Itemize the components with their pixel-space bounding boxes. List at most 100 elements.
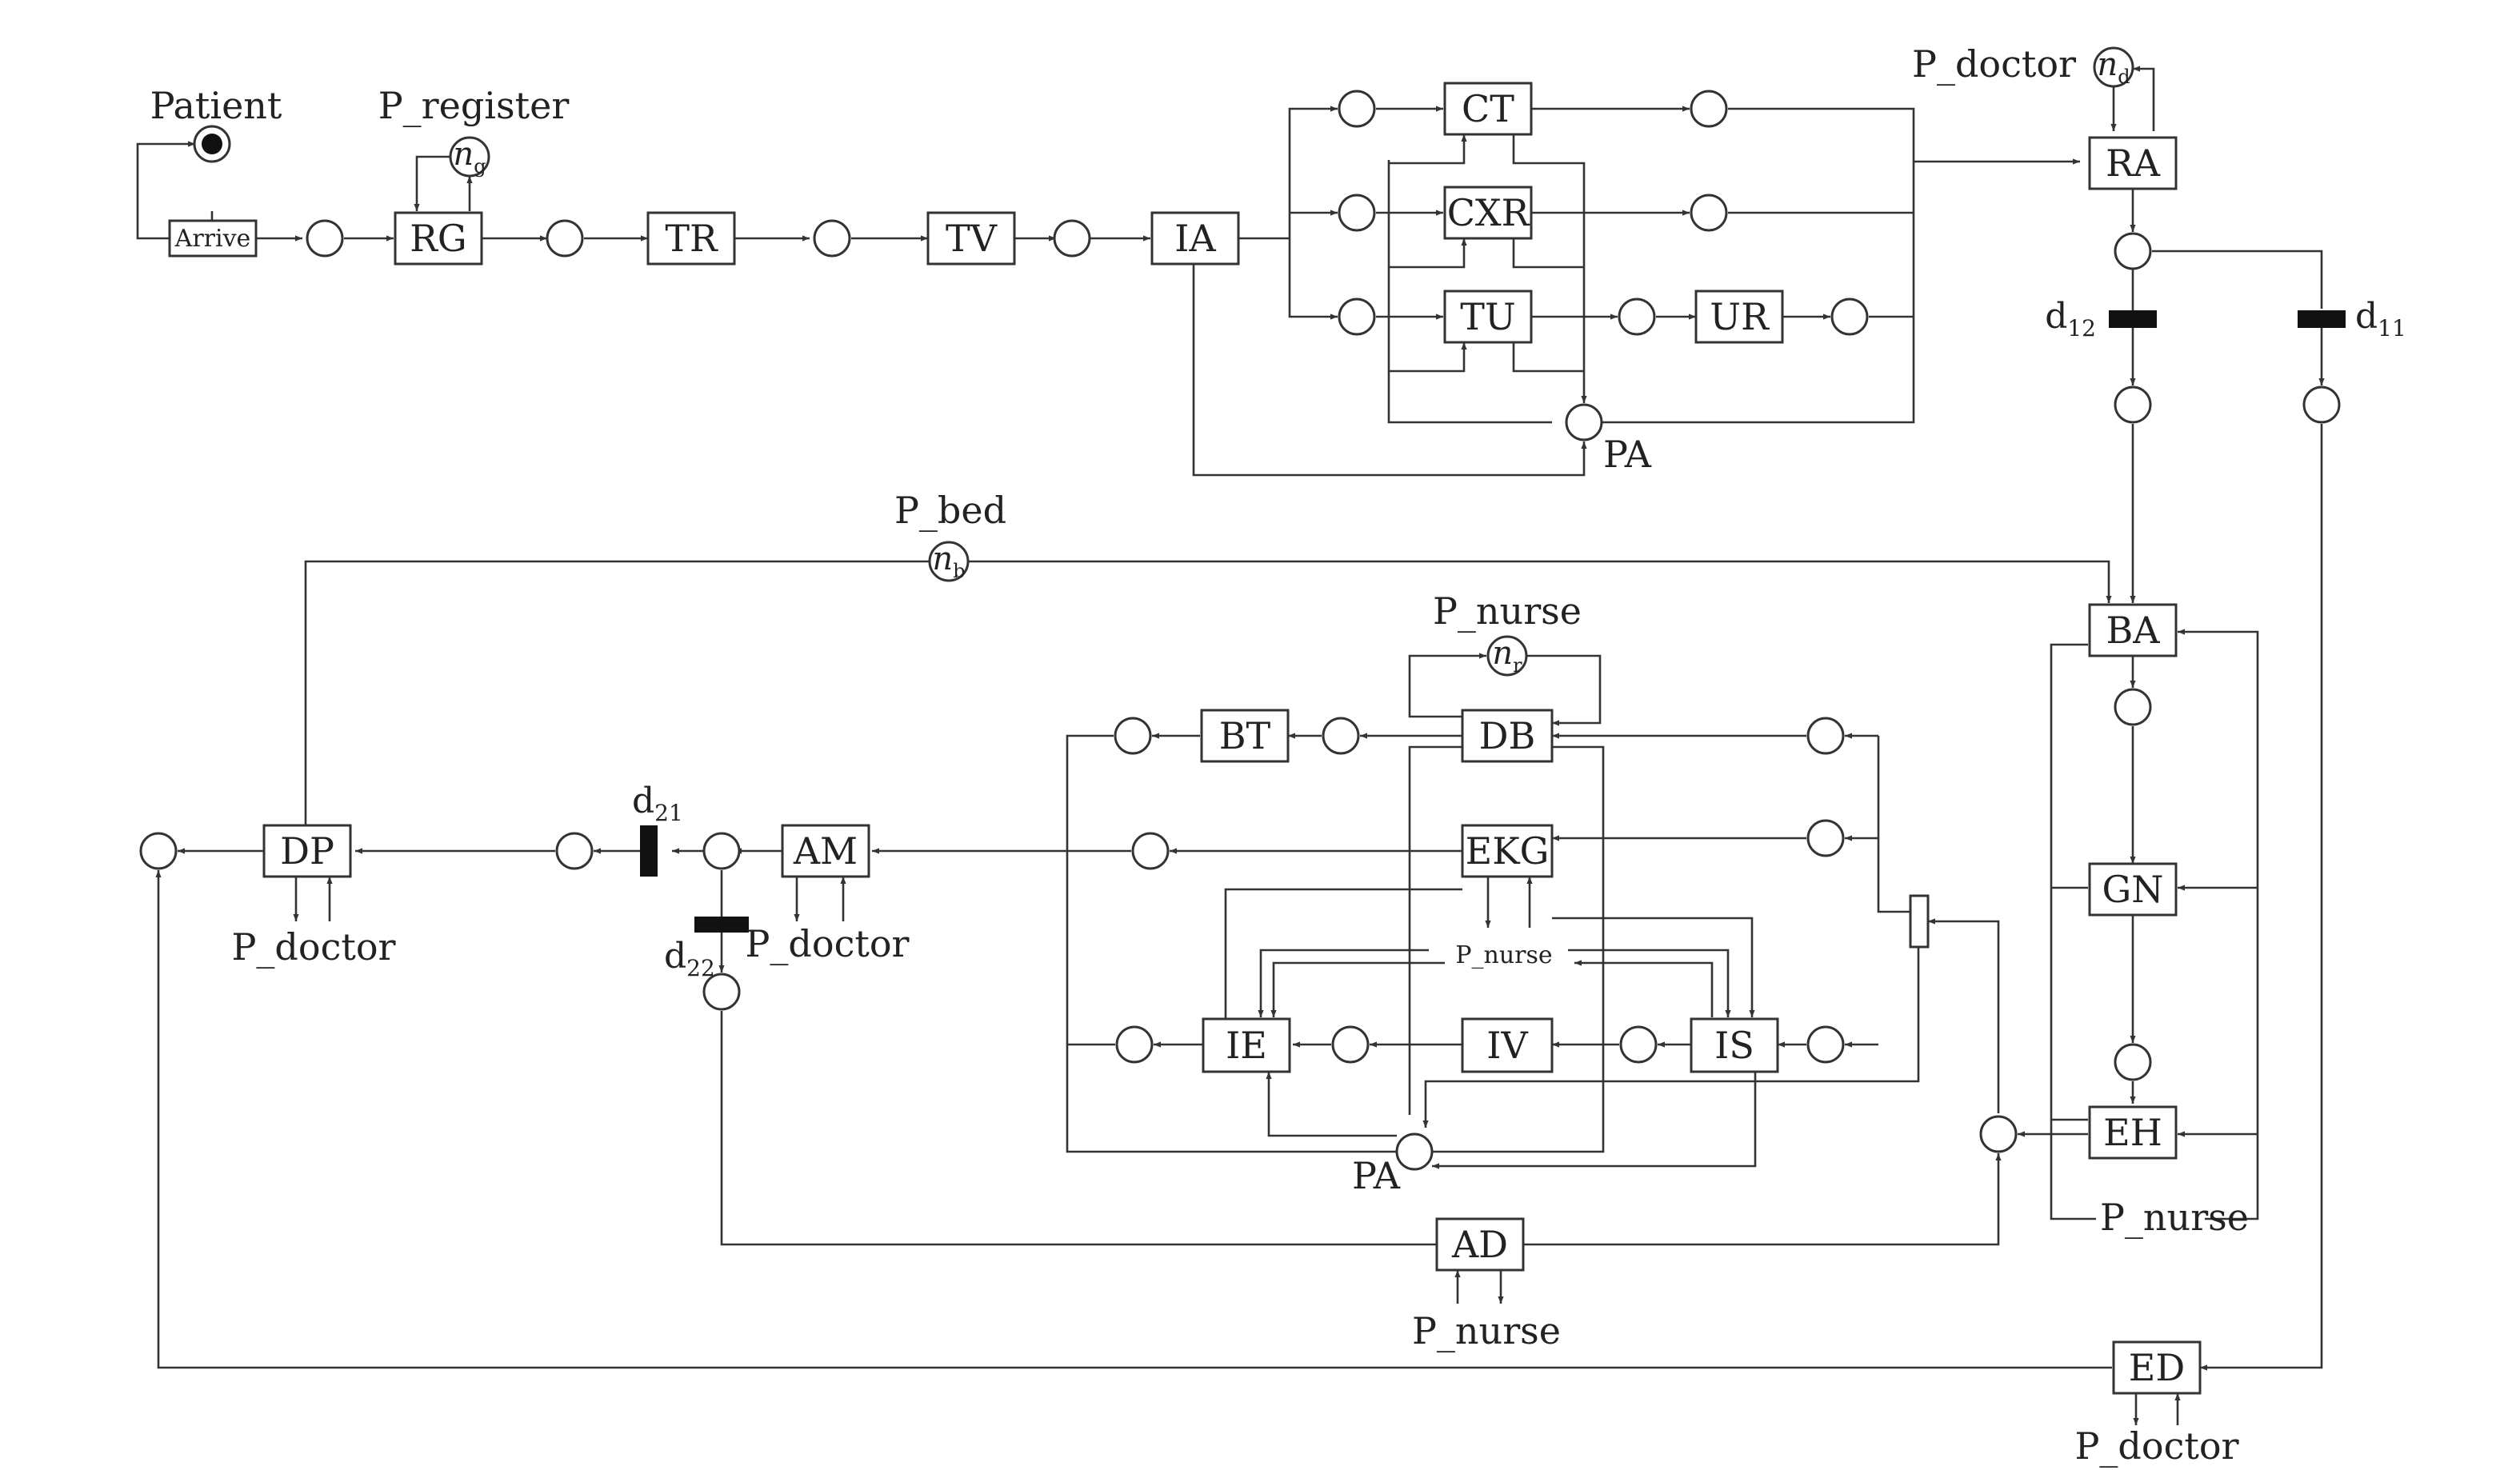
transition-tu: TU [1443, 290, 1533, 344]
svg-text:EKG: EKG [1466, 829, 1550, 873]
transition-ia: IA [1150, 211, 1240, 266]
svg-text:DB: DB [1479, 714, 1536, 757]
place-db-input [1806, 717, 1845, 755]
svg-text:AM: AM [793, 829, 858, 873]
transition-ie: IE [1202, 1017, 1291, 1073]
delay-bar-d22 [694, 917, 749, 933]
transition-ra: RA [2088, 136, 2178, 190]
svg-text:AD: AD [1451, 1223, 1508, 1266]
place-after-d21 [555, 832, 594, 870]
place-exit [139, 832, 178, 870]
transition-ekg: EKG [1461, 824, 1554, 878]
place-after-ie [1115, 1025, 1154, 1064]
place-after-ra [2114, 232, 2152, 270]
svg-text:EH: EH [2103, 1111, 2162, 1154]
delay-bar-d21 [640, 825, 658, 877]
transition-eh: EH [2088, 1105, 2178, 1160]
transition-ct: CT [1443, 82, 1533, 136]
patient-token [202, 134, 222, 154]
labels: Patient P_register P_doctor P_bed P_nurs… [150, 42, 2406, 1468]
svg-text:DP: DP [280, 829, 334, 873]
label-p-register: P_register [378, 84, 570, 127]
svg-text:BA: BA [2106, 609, 2160, 652]
place-before-tu [1338, 298, 1376, 336]
token-nd: nd [2097, 46, 2130, 88]
place-after-d22 [702, 973, 741, 1011]
transition-ed: ED [2112, 1340, 2202, 1395]
svg-text:ED: ED [2129, 1346, 2185, 1389]
place-after-ur [1830, 298, 1869, 336]
place-db-bt [1322, 717, 1360, 755]
place-is-input [1806, 1025, 1845, 1064]
place-after-ba [2114, 688, 2152, 726]
place-before-ct [1338, 90, 1376, 128]
label-p-doctor-dp: P_doctor [231, 925, 395, 969]
connections [136, 66, 2325, 1425]
label-d12: d12 [2045, 296, 2096, 342]
transition-dp: DP [262, 824, 352, 878]
svg-text:RA: RA [2106, 142, 2161, 185]
place-before-sync [1979, 1115, 2018, 1153]
token-nb: nb [932, 541, 965, 582]
place-after-d12 [2114, 385, 2152, 424]
label-d21: d21 [632, 781, 683, 826]
label-pa-bottom: PA [1352, 1154, 1401, 1197]
delay-bar-d12 [2109, 310, 2157, 328]
place-after-arrive [306, 219, 344, 258]
transition-arrive: Arrive [168, 219, 258, 258]
place-after-cxr [1690, 194, 1728, 232]
place-after-rg [546, 219, 584, 258]
svg-text:Arrive: Arrive [174, 225, 251, 253]
label-p-doctor-top: P_doctor [1912, 42, 2076, 86]
transition-rg: RG [394, 211, 483, 266]
place-register-resource [449, 136, 490, 178]
svg-text:CT: CT [1462, 87, 1514, 130]
place-after-tr [813, 219, 851, 258]
place-pa-bottom [1395, 1132, 1434, 1171]
sync-bar [1909, 894, 1930, 949]
label-patient: Patient [150, 84, 282, 127]
place-bed-resource [928, 541, 970, 582]
delay-bar-d11 [2298, 310, 2346, 328]
transition-ad: AD [1435, 1217, 1525, 1272]
token-nr: nr [1492, 635, 1522, 677]
label-p-bed: P_bed [894, 489, 1006, 532]
svg-text:CXR: CXR [1447, 191, 1530, 234]
place-iv-ie [1331, 1025, 1370, 1064]
label-d22: d22 [664, 936, 715, 981]
label-p-nurse-mid: P_nurse [1455, 941, 1552, 969]
svg-text:IE: IE [1226, 1024, 1267, 1067]
place-ekg-input [1806, 819, 1845, 857]
label-p-nurse-right: P_nurse [2100, 1196, 2249, 1239]
place-before-cxr [1338, 194, 1376, 232]
transition-tv: TV [926, 211, 1016, 266]
svg-text:GN: GN [2102, 868, 2164, 911]
place-after-ct [1690, 90, 1728, 128]
transition-iv: IV [1461, 1017, 1554, 1073]
label-p-doctor-am: P_doctor [745, 922, 909, 965]
label-p-doctor-ed: P_doctor [2074, 1424, 2238, 1468]
place-after-d11 [2302, 385, 2341, 424]
transition-db: DB [1461, 709, 1554, 763]
transition-is: IS [1690, 1017, 1779, 1073]
transition-cxr: CXR [1443, 186, 1533, 240]
transition-bt: BT [1200, 709, 1290, 763]
svg-text:TR: TR [665, 217, 718, 260]
transition-am: AM [781, 824, 870, 878]
delay-bars [640, 310, 2346, 949]
place-doctor-resource [2093, 46, 2134, 88]
svg-text:BT: BT [1219, 714, 1271, 757]
transition-gn: GN [2088, 862, 2178, 917]
place-after-am [702, 832, 741, 870]
svg-text:TV: TV [946, 217, 998, 260]
place-after-ekg [1131, 832, 1170, 870]
place-after-tu [1618, 298, 1656, 336]
place-is-iv [1619, 1025, 1658, 1064]
transition-ba: BA [2088, 603, 2178, 657]
places: ng nd nb nr [139, 46, 2341, 1171]
transition-tr: TR [646, 211, 736, 266]
svg-text:UR: UR [1710, 295, 1770, 338]
place-after-gn [2114, 1043, 2152, 1081]
place-after-bt [1114, 717, 1152, 755]
